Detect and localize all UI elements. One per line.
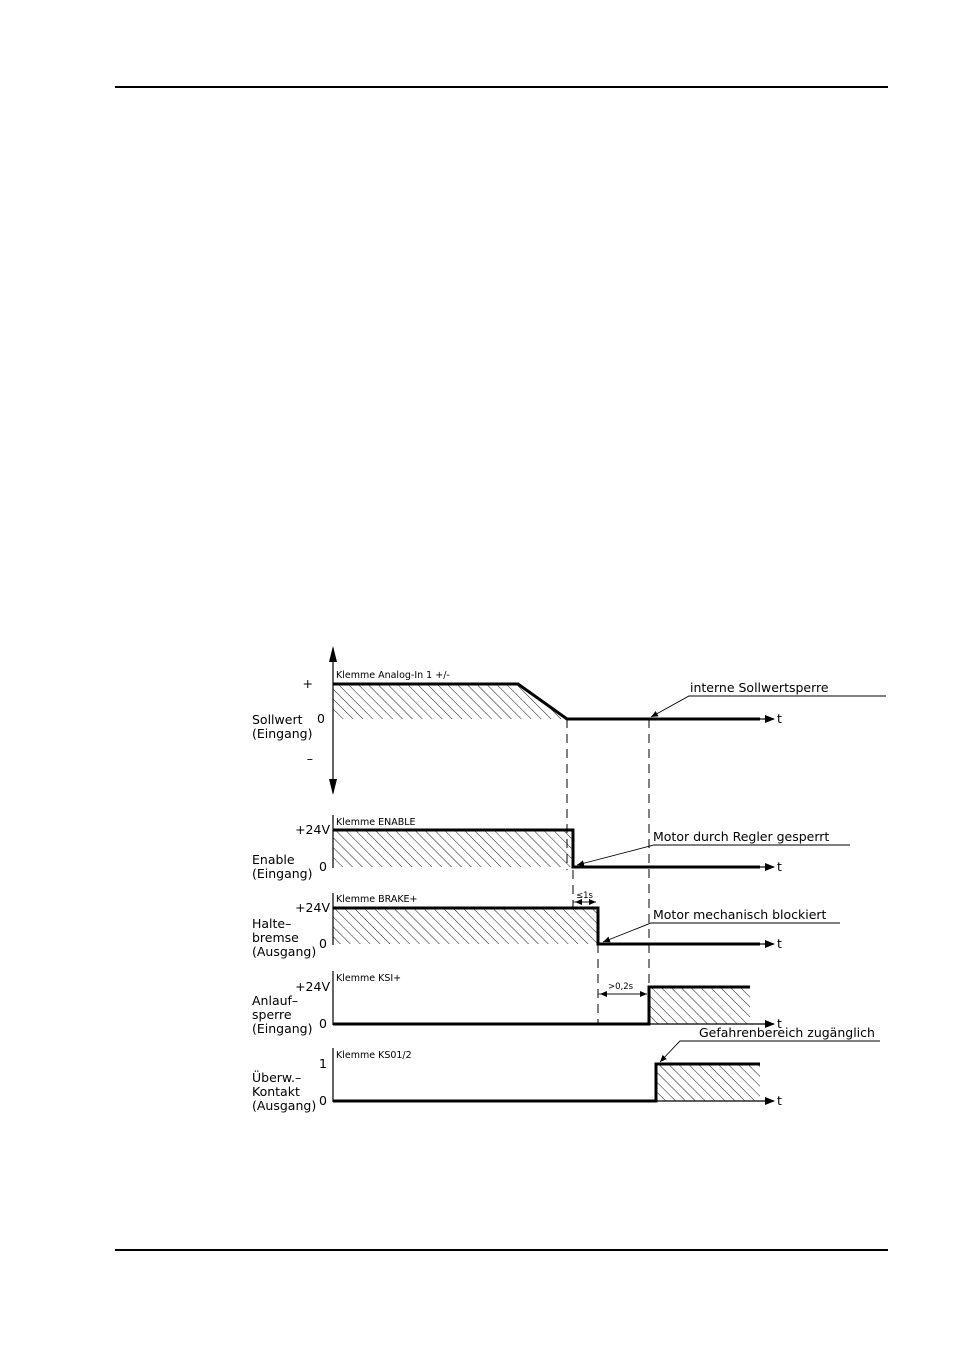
annotation-gefahrenbereich: Gefahrenbereich zugänglich — [659, 1025, 880, 1063]
row-sollwert: t Klemme Analog-In 1 +/- + 0 – Sollwert … — [252, 646, 782, 795]
enable-level-zero: 0 — [319, 859, 327, 874]
enable-label-line2: (Eingang) — [252, 866, 313, 881]
row-ks01: t Klemme KS01/2 1 0 Überw.– Kontakt (Aus… — [252, 1048, 782, 1113]
ks01-level-high: 1 — [319, 1056, 327, 1071]
ksi-signal — [333, 985, 750, 1026]
ks01-signal — [333, 1062, 760, 1103]
brake-label-line2: bremse — [252, 930, 299, 945]
ks01-label-line2: Kontakt — [252, 1084, 300, 1099]
sollwert-t-label: t — [777, 711, 782, 726]
ksi-level-zero: 0 — [319, 1016, 327, 1031]
header-rule — [115, 86, 888, 88]
sollwert-level-zero: 0 — [317, 711, 325, 726]
ksi-label-line3: (Eingang) — [252, 1021, 313, 1036]
enable-signal — [333, 828, 760, 869]
enable-hatch — [333, 830, 573, 867]
ksi-t-label: t — [777, 1016, 782, 1031]
brake-label-line3: (Ausgang) — [252, 944, 316, 959]
ks01-label-line1: Überw.– — [252, 1069, 301, 1085]
ks01-hatch — [656, 1064, 760, 1101]
brake-delay-label: ≤1s — [576, 891, 594, 901]
ksi-label-line2: sperre — [252, 1007, 292, 1022]
brake-signal — [333, 906, 760, 946]
enable-terminal: Klemme ENABLE — [336, 817, 416, 828]
sollwert-hatch — [333, 684, 567, 719]
ksi-terminal: Klemme KSI+ — [336, 973, 401, 984]
svg-text:Gefahrenbereich zugänglich: Gefahrenbereich zugänglich — [699, 1025, 875, 1040]
axis-arrow-up-icon — [329, 646, 337, 662]
axis-arrow-down-icon — [329, 779, 337, 795]
row-brake: t Klemme BRAKE+ +24V 0 Halte– bremse (Au… — [252, 891, 782, 959]
ksi-label-line1: Anlauf– — [252, 993, 298, 1008]
ksi-level-high: +24V — [295, 979, 330, 994]
brake-label-line1: Halte– — [252, 916, 291, 931]
brake-level-high: +24V — [295, 900, 330, 915]
sollwert-level-minus: – — [307, 751, 313, 766]
sollwert-label-line1: Sollwert — [252, 712, 303, 727]
ks01-label-line3: (Ausgang) — [252, 1098, 316, 1113]
enable-t-label: t — [777, 859, 782, 874]
enable-level-high: +24V — [295, 822, 330, 837]
row-enable: t Klemme ENABLE +24V 0 Enable (Eingang) — [252, 815, 782, 881]
brake-level-zero: 0 — [319, 936, 327, 951]
ks01-level-zero: 0 — [319, 1093, 327, 1108]
brake-terminal: Klemme BRAKE+ — [336, 894, 418, 905]
svg-text:interne Sollwertsperre: interne Sollwertsperre — [690, 680, 829, 695]
ks01-terminal: Klemme KS01/2 — [336, 1050, 412, 1061]
sollwert-label-line2: (Eingang) — [252, 726, 313, 741]
svg-text:Motor mechanisch blockiert: Motor mechanisch blockiert — [653, 907, 827, 922]
ks01-t-label: t — [777, 1093, 782, 1108]
annotation-regler-gesperrt: Motor durch Regler gesperrt — [576, 829, 850, 867]
annotation-mech-blockiert: Motor mechanisch blockiert — [602, 907, 840, 943]
sollwert-signal — [333, 682, 760, 721]
ksi-delay-label: >0,2s — [608, 982, 634, 992]
footer-rule — [115, 1249, 888, 1251]
brake-t-label: t — [777, 936, 782, 951]
timing-guides — [566, 719, 650, 1024]
svg-text:Motor durch Regler gesperrt: Motor durch Regler gesperrt — [653, 829, 829, 844]
brake-hatch — [333, 908, 598, 944]
sollwert-level-plus: + — [303, 676, 313, 691]
annotation-sollwertsperre: interne Sollwertsperre — [650, 680, 886, 718]
enable-label-line1: Enable — [252, 852, 295, 867]
ksi-hatch — [649, 987, 750, 1024]
sollwert-terminal: Klemme Analog-In 1 +/- — [336, 670, 450, 681]
row-ksi: t Klemme KSI+ +24V 0 Anlauf– sperre (Ein… — [252, 971, 782, 1036]
